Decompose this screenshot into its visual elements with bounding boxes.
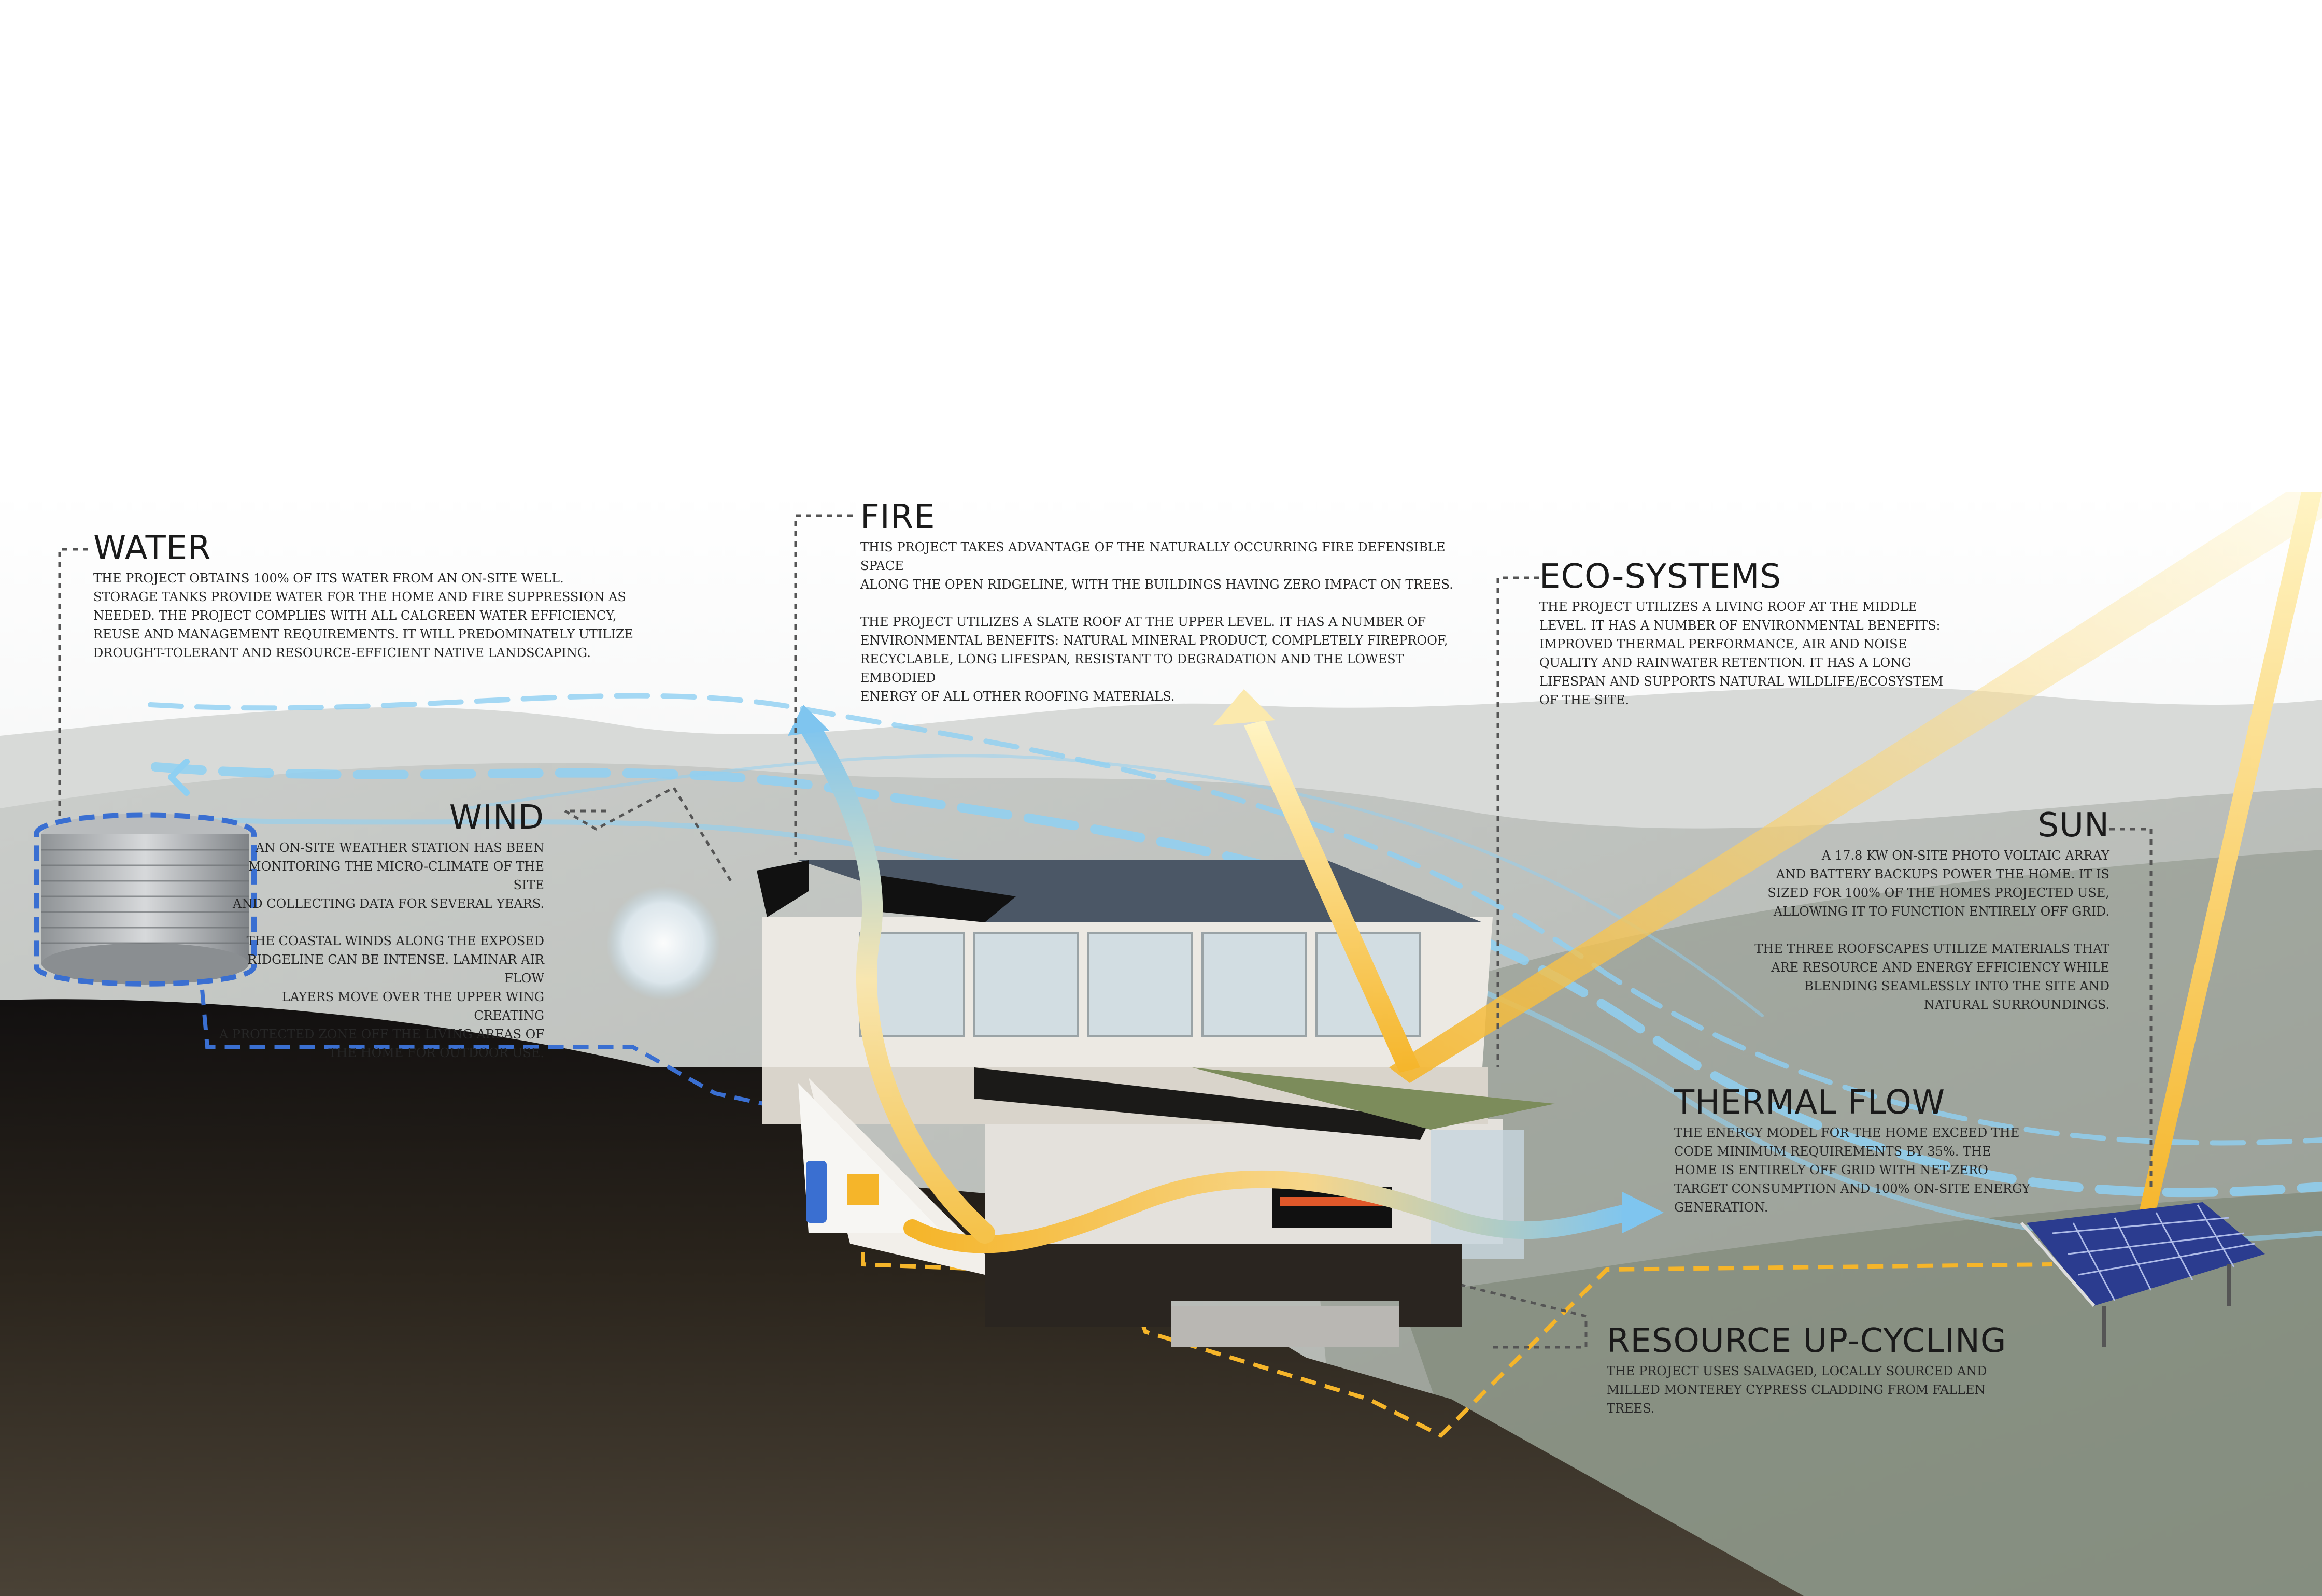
sun-text-2: THE THREE ROOFSCAPES UTILIZE MATERIALS T… — [1754, 942, 2109, 1013]
thermal-flow-arrow — [903, 1170, 1636, 1253]
leader-lines — [58, 514, 2153, 1349]
resource-upcycling-callout: RESOURCE UP-CYCLING THE PROJECT USES SAL… — [1607, 1322, 2073, 1418]
energy-cable — [861, 1202, 2053, 1438]
water-pipe — [200, 989, 824, 1142]
fire-text-1: THIS PROJECT TAKES ADVANTAGE OF THE NATU… — [860, 540, 1453, 592]
lower-glazing — [1431, 1130, 1524, 1259]
wind-callout: WIND AN ON-SITE WEATHER STATION HAS BEEN… — [218, 799, 544, 1062]
ecosystems-callout: ECO-SYSTEMS THE PROJECT UTILIZES A LIVIN… — [1539, 558, 2006, 709]
ground-section — [0, 999, 1804, 1596]
resource-upcycling-title: RESOURCE UP-CYCLING — [1607, 1322, 2007, 1360]
ecosystems-text: THE PROJECT UTILIZES A LIVING ROOF AT TH… — [1539, 600, 1944, 708]
living-roof — [974, 1067, 1431, 1140]
water-tank — [34, 812, 257, 987]
wind-calm-zone — [606, 886, 720, 1000]
pv-array — [2020, 1202, 2265, 1347]
sun-title: SUN — [2037, 806, 2109, 845]
sun-callout: SUN A 17.8 KW ON-SITE PHOTO VOLTAIC ARRA… — [1752, 808, 2109, 1014]
right-hillside — [1296, 850, 2322, 1596]
water-title: WATER — [93, 529, 211, 567]
wind-title: WIND — [449, 799, 544, 837]
rising-air-arrow — [798, 715, 995, 1244]
sun-beam-to-pv — [2135, 492, 2322, 1233]
battery — [847, 1174, 879, 1205]
upper-windows — [859, 932, 1421, 1037]
sun-beam-reflected — [1389, 492, 2322, 1083]
thermal-flow-text: THE ENERGY MODEL FOR THE HOME EXCEED THE… — [1674, 1125, 2030, 1215]
thermal-flow-callout: THERMAL FLOW THE ENERGY MODEL FOR THE HO… — [1674, 1084, 2089, 1217]
sun-text-1: A 17.8 KW ON-SITE PHOTO VOLTAIC ARRAY AN… — [1767, 848, 2109, 919]
sun-beam-to-house — [1244, 720, 1420, 1073]
mech-room — [798, 1083, 943, 1233]
wind-text-2: THE COASTAL WINDS ALONG THE EXPOSED RIDG… — [219, 934, 544, 1061]
ecosystems-title: ECO-SYSTEMS — [1539, 558, 1782, 596]
resource-upcycling-text: THE PROJECT USES SALVAGED, LOCALLY SOURC… — [1607, 1364, 1987, 1416]
fire-callout: FIRE THIS PROJECT TAKES ADVANTAGE OF THE… — [860, 500, 1482, 706]
water-text: THE PROJECT OBTAINS 100% OF ITS WATER FR… — [93, 571, 634, 661]
thermal-flow-title: THERMAL FLOW — [1674, 1084, 1945, 1122]
foundation — [985, 1244, 1462, 1327]
water-callout: WATER THE PROJECT OBTAINS 100% OF ITS WA… — [93, 531, 663, 662]
wind-text-1: AN ON-SITE WEATHER STATION HAS BEEN MONI… — [233, 840, 544, 911]
fire-title: FIRE — [860, 498, 936, 536]
water-heater — [806, 1161, 827, 1223]
fire-text-2: THE PROJECT UTILIZES A SLATE ROOF AT THE… — [860, 615, 1448, 704]
